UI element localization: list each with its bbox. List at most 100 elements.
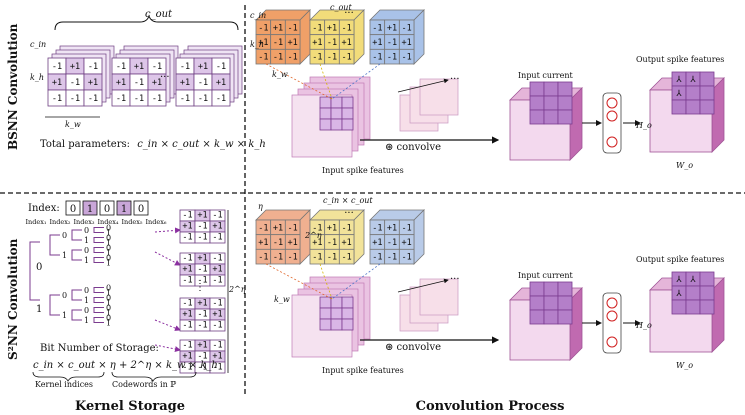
- tree-bit: 0: [84, 246, 89, 255]
- conv-bottom-kw: k_w: [274, 295, 290, 304]
- cell-value: -1: [387, 253, 397, 263]
- cell-value: +1: [216, 78, 226, 88]
- cell-value: +1: [180, 78, 190, 88]
- grid-cell: [284, 248, 301, 265]
- grid-cell: [330, 318, 343, 331]
- index-bit: 1: [121, 204, 127, 215]
- grid-cell: [330, 296, 343, 309]
- cell-value: -1: [88, 94, 98, 104]
- cell-value: +1: [273, 223, 283, 233]
- cell-value: -1: [372, 223, 382, 233]
- index-bit-box: [116, 200, 132, 216]
- kernel-cube: -1+1-1+1-1+1-1-1-1: [369, 209, 425, 265]
- cell-value: ⅄: [675, 289, 682, 299]
- grid-cell: [209, 231, 226, 244]
- tree-bit: 1: [84, 236, 89, 245]
- cell-value: +1: [372, 238, 382, 248]
- cell-value: -1: [273, 253, 283, 263]
- bsnn-title: BSNN Convolution: [6, 23, 20, 150]
- Wo-label: W_o: [676, 161, 693, 170]
- bsnn-kernel: -1+1-1+1-1+1-1-1-1: [47, 45, 115, 107]
- cell-value: -1: [152, 62, 162, 72]
- cell-value: -1: [327, 38, 337, 48]
- cube-side: [413, 209, 425, 265]
- cell-value: -1: [52, 94, 62, 104]
- grid-cell: [319, 318, 332, 331]
- cell-value: -1: [372, 253, 382, 263]
- output-spike-label: Output spike features: [636, 255, 724, 264]
- cell-value: +1: [312, 238, 322, 248]
- cell-value: -1: [197, 321, 207, 331]
- cell-value: ⅄: [689, 75, 696, 85]
- tree-bit: 0: [84, 286, 89, 295]
- tree-bit: 1: [106, 249, 111, 258]
- tree-root-bit: 0: [36, 262, 42, 273]
- neuron-circle: [606, 110, 618, 122]
- input-window: [319, 96, 354, 131]
- cell-value: -1: [180, 62, 190, 72]
- cell-value: +1: [387, 223, 397, 233]
- cell-value: -1: [180, 94, 190, 104]
- bsnn-total-params: Total parameters: c_in × c_out × k_w × k…: [40, 139, 266, 150]
- bsnn-kernel-face: -1+1-1+1-1+1-1-1-1: [111, 57, 167, 107]
- cell-value: -1: [212, 211, 222, 221]
- grid-cell: [685, 85, 701, 101]
- cell-value: -1: [116, 94, 126, 104]
- conv-top-cin: c_in: [250, 11, 266, 20]
- index-bit: 0: [104, 204, 110, 215]
- tree-branch: [93, 297, 104, 303]
- output-grid: ⅄⅄⅄: [671, 271, 715, 315]
- output-grid: ⅄⅄⅄: [671, 71, 715, 115]
- cell-value: -1: [342, 23, 352, 33]
- index-name: Index₄: [97, 218, 118, 226]
- kernel-cube: -1+1-1+1-1+1-1-1-1: [309, 209, 365, 265]
- cell-value: +1: [258, 238, 268, 248]
- cell-value: -1: [312, 23, 322, 33]
- cell-value: -1: [197, 265, 207, 275]
- tree-bit: 0: [106, 244, 111, 253]
- grid-cell: [209, 274, 226, 287]
- grid-cell: [685, 99, 701, 115]
- cell-value: -1: [273, 53, 283, 63]
- cell-value: -1: [197, 222, 207, 232]
- index-name: Index₂: [49, 218, 70, 226]
- storage-formula: c_in × c_out × η + 2^η × k_w × k_h: [33, 360, 218, 371]
- tree-branch: [93, 237, 104, 243]
- tree-bit: 1: [62, 311, 67, 320]
- grid-cell: [699, 85, 715, 101]
- grid-cell: [319, 118, 332, 131]
- grid-cell: [557, 281, 573, 297]
- tree-branch: [71, 249, 82, 261]
- tree-bit: 0: [106, 224, 111, 233]
- cell-value: +1: [387, 23, 397, 33]
- tree-arrow: [154, 251, 181, 266]
- tree-bit: 0: [106, 234, 111, 243]
- cell-value: -1: [288, 253, 298, 263]
- grid-cell: [529, 81, 545, 97]
- bit-storage-label: Bit Number of Storage:: [40, 343, 159, 354]
- cell-value: -1: [212, 363, 222, 373]
- cell-value: +1: [182, 265, 192, 275]
- cell-value: -1: [327, 253, 337, 263]
- kernel-storage-caption: Kernel Storage: [75, 399, 185, 414]
- cell-value: -1: [182, 321, 192, 331]
- input-spike-label: Input spike features: [322, 366, 404, 375]
- cell-value: -1: [342, 223, 352, 233]
- current-grid: [529, 281, 573, 325]
- grid-cell: [330, 96, 343, 109]
- cell-value: +1: [152, 78, 162, 88]
- cell-value: -1: [387, 53, 397, 63]
- kernel-link: [331, 263, 381, 300]
- cell-value: -1: [327, 238, 337, 248]
- bsnn-dots: ···: [160, 72, 170, 83]
- cell-value: -1: [197, 276, 207, 286]
- cell-value: +1: [342, 238, 352, 248]
- convolve-label: ⊛ convolve: [385, 142, 441, 153]
- kernel-link: [265, 263, 333, 300]
- cell-value: -1: [197, 352, 207, 362]
- neuron-circle: [606, 136, 618, 148]
- cell-value: -1: [212, 341, 222, 351]
- index-bit-box: [65, 200, 81, 216]
